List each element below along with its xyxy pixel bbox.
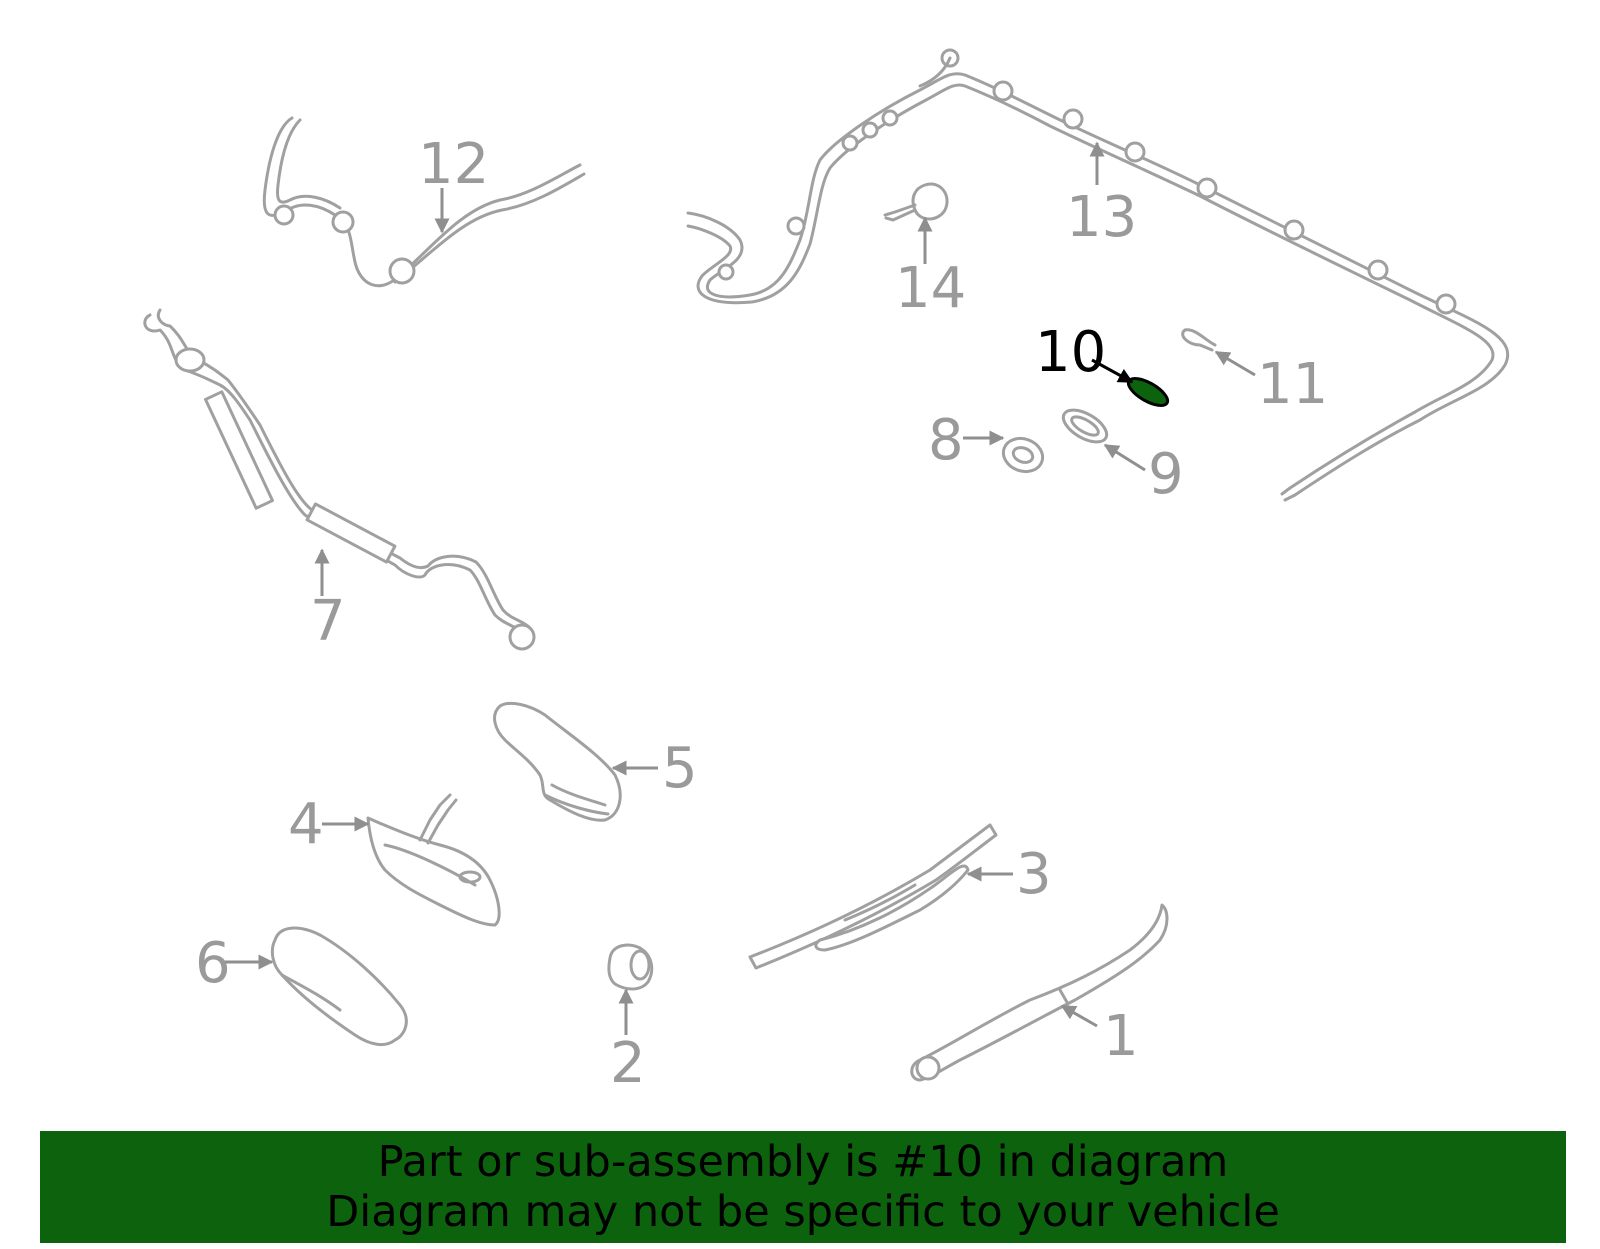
callout-8: 8 — [928, 408, 964, 473]
part-12-hose — [262, 116, 586, 288]
callout-5: 5 — [662, 736, 698, 801]
banner-line-disclaimer: Diagram may not be specific to your vehi… — [326, 1187, 1280, 1237]
part-4-motor — [366, 793, 501, 927]
callout-3: 3 — [1016, 842, 1052, 907]
part-3-wiper-blade — [748, 823, 998, 970]
callout-4: 4 — [288, 792, 324, 857]
callout-arrows — [225, 141, 1256, 1035]
part-14-nozzle — [883, 182, 949, 222]
banner-line-part: Part or sub-assembly is #10 in diagram — [377, 1137, 1229, 1187]
arrow-9 — [1103, 443, 1146, 472]
part-9-grommet — [1061, 408, 1109, 444]
part-11-clip — [1181, 328, 1217, 352]
part-2-bushing — [607, 943, 654, 991]
callout-7: 7 — [310, 589, 346, 654]
arrow-11 — [1214, 350, 1256, 377]
callout-1: 1 — [1103, 1004, 1139, 1069]
part-5-cover — [493, 701, 622, 822]
callout-9: 9 — [1148, 442, 1184, 507]
part-10-highlighted — [1126, 377, 1170, 407]
callout-numbers: 12 13 14 11 10 9 8 7 5 4 3 6 2 1 — [195, 132, 1328, 1096]
part-7-hose — [143, 308, 536, 651]
callout-11: 11 — [1257, 352, 1328, 417]
part-8-cap — [1001, 436, 1045, 474]
arrow-10 — [1091, 358, 1134, 384]
callout-10: 10 — [1035, 320, 1106, 385]
part-13-washer-hose — [686, 48, 1510, 502]
info-banner: Part or sub-assembly is #10 in diagram D… — [40, 1131, 1566, 1243]
arrow-1 — [1060, 1004, 1098, 1028]
callout-14: 14 — [895, 256, 966, 321]
callout-13: 13 — [1066, 185, 1137, 250]
part-1-wiper-arm — [910, 903, 1169, 1082]
callout-12: 12 — [418, 132, 489, 197]
callout-2: 2 — [610, 1031, 646, 1096]
callout-6: 6 — [195, 931, 231, 996]
part-6-pad — [270, 926, 408, 1047]
